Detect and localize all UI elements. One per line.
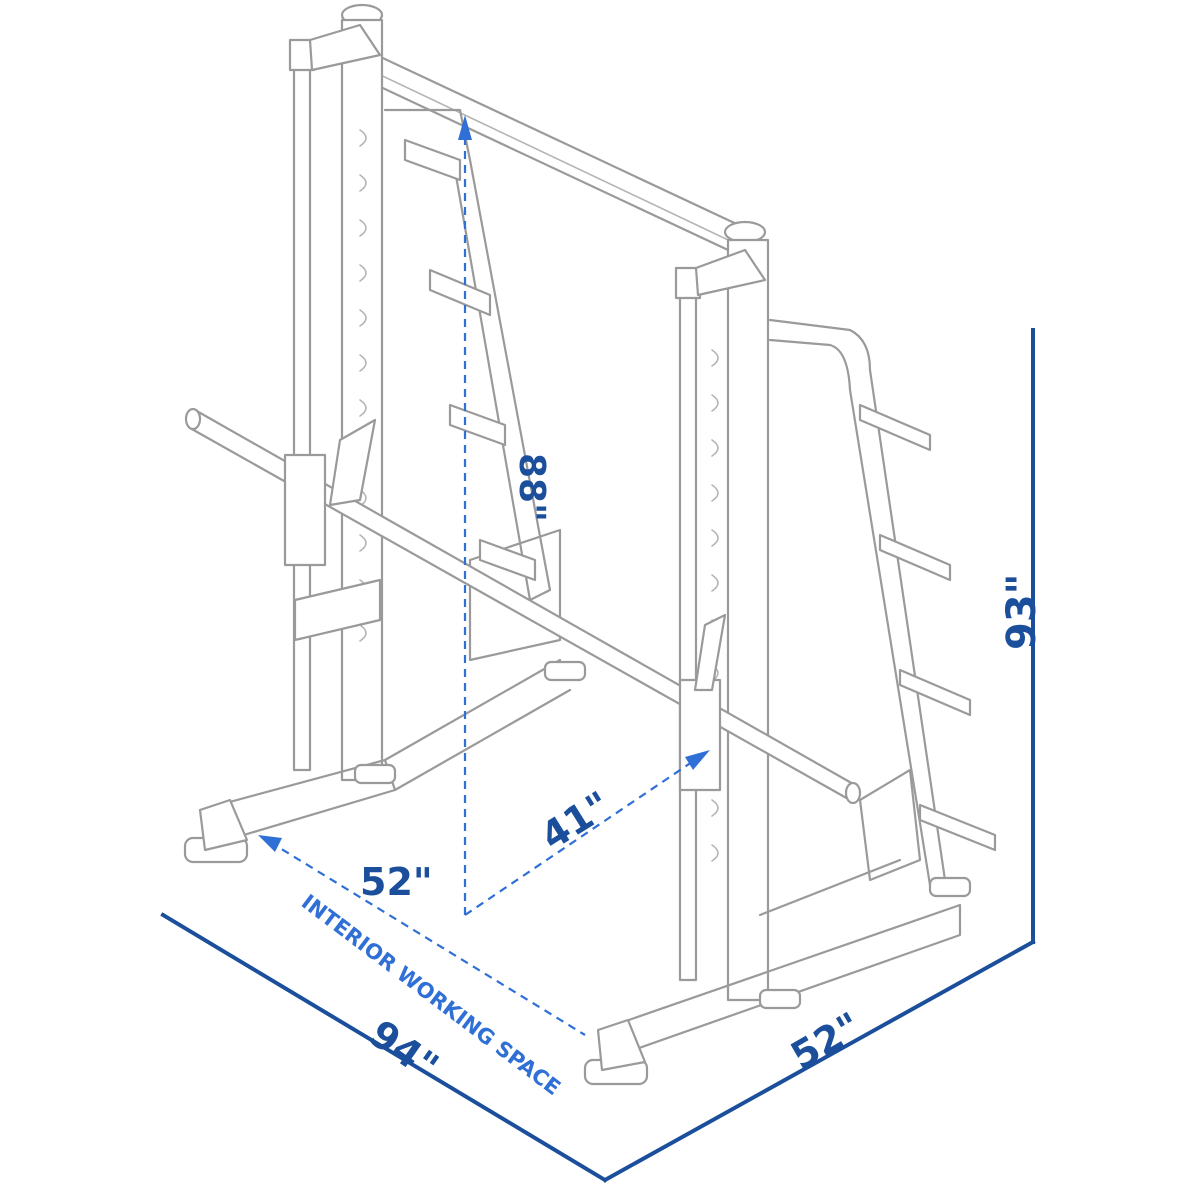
right-bar-carriage [678,678,722,792]
left-safety-hook [328,418,377,507]
right-rod-cap [674,266,702,300]
rear-weight-horns [403,138,537,582]
machine-frame [183,3,997,1086]
interior-width-line [269,841,586,1036]
interior-height-label: 88" [511,453,552,522]
safety-stopper [293,578,382,642]
interior-dimension-lines [258,115,710,1036]
interior-width-label: 52" [360,860,433,904]
base-front-rail [598,903,962,1062]
interior-depth-label: 41" [533,783,618,859]
right-top-bracket [694,248,767,297]
interior-height-arrow [458,115,472,140]
outer-depth-line [602,939,1036,1183]
outer-dimension-lines [160,328,1036,1183]
outer-height-label: 93" [999,573,1045,650]
interior-width-arrow [258,835,282,852]
outer-depth-label: 52" [783,1004,868,1078]
left-upright [340,18,384,782]
interior-depth-arrow [685,750,710,770]
base-rear-rail [383,658,572,792]
base-brace [758,858,902,917]
left-bar-carriage [283,453,327,567]
feet [183,660,972,1086]
plate-tree-gusset [858,768,922,882]
rear-diagonal [383,108,552,602]
outer-width-line [160,912,608,1183]
left-top-bracket [308,23,382,72]
plate-tree-horns [858,403,997,852]
rear-gusset [468,528,562,662]
right-guide-rod [678,278,698,982]
interior-depth-line [464,759,696,916]
right-upright [726,238,770,1002]
right-safety-hook [693,613,727,692]
left-guide-rod [292,48,312,772]
